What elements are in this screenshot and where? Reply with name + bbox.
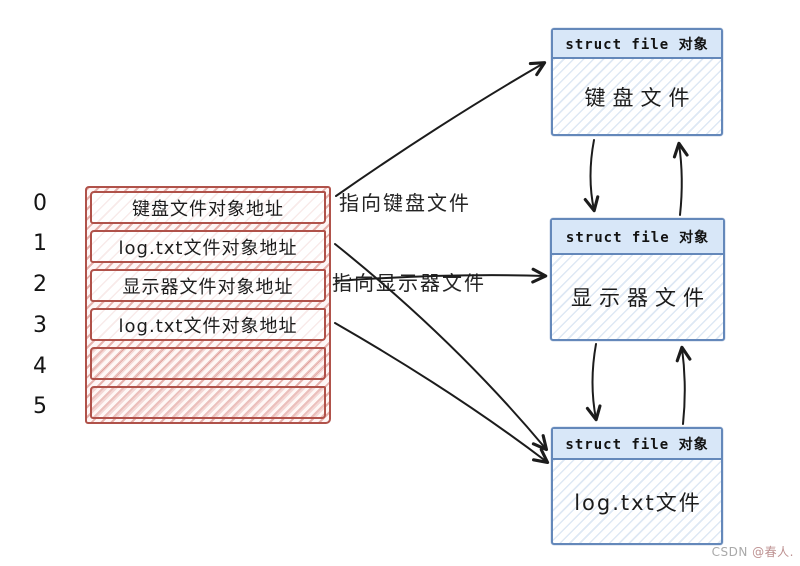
arrow-display-prev-keyboard-icon	[672, 141, 689, 216]
fd-row-5	[90, 386, 326, 419]
struct-file-body-logtxt-file: log.txt文件	[553, 460, 721, 543]
fd-row-0: 键盘文件对象地址	[90, 191, 326, 224]
fd-row-2: 显示器文件对象地址	[90, 269, 326, 302]
arrow-logtxt-prev-display-icon	[675, 345, 692, 425]
fd-row-4	[90, 347, 326, 380]
struct-file-header: struct file 对象	[552, 220, 723, 255]
watermark-author: @春人.	[752, 545, 794, 559]
fd-index-5: 5	[33, 394, 47, 420]
struct-file-box-keyboard: struct file 对象 键盘文件	[551, 28, 723, 136]
fd-index-0: 0	[33, 190, 47, 216]
fd-index-2: 2	[33, 272, 47, 298]
arrow-display-next-logtxt-icon	[585, 343, 602, 422]
struct-file-body-keyboard-file: 键盘文件	[553, 59, 721, 134]
fd-row-1: log.txt文件对象地址	[90, 230, 326, 263]
fd-index-1: 1	[33, 231, 47, 257]
struct-file-header: struct file 对象	[553, 429, 721, 460]
annotation-points-to-display-file: 指向显示器文件	[332, 271, 486, 295]
fd-row-3: log.txt文件对象地址	[90, 308, 326, 341]
fd-table: 键盘文件对象地址 log.txt文件对象地址 显示器文件对象地址 log.txt…	[85, 186, 331, 424]
fd-index-4: 4	[33, 353, 47, 379]
struct-file-box-logtxt: struct file 对象 log.txt文件	[551, 427, 723, 545]
arrow-keyboard-next-display-icon	[583, 139, 600, 213]
annotation-points-to-keyboard-file: 指向键盘文件	[339, 191, 471, 215]
fd-index-3: 3	[33, 312, 47, 338]
watermark: CSDN @春人.	[712, 543, 794, 560]
arrow-fd3-to-logtxt-box-icon	[334, 322, 550, 464]
fd-index-column: 0 1 2 3 4 5	[22, 186, 58, 424]
watermark-brand: CSDN	[711, 545, 748, 559]
struct-file-box-display: struct file 对象 显示器文件	[550, 218, 725, 341]
struct-file-body-display-file: 显示器文件	[552, 255, 723, 339]
struct-file-header: struct file 对象	[553, 30, 721, 59]
arrow-fd0-to-keyboard-box-icon	[335, 61, 547, 197]
